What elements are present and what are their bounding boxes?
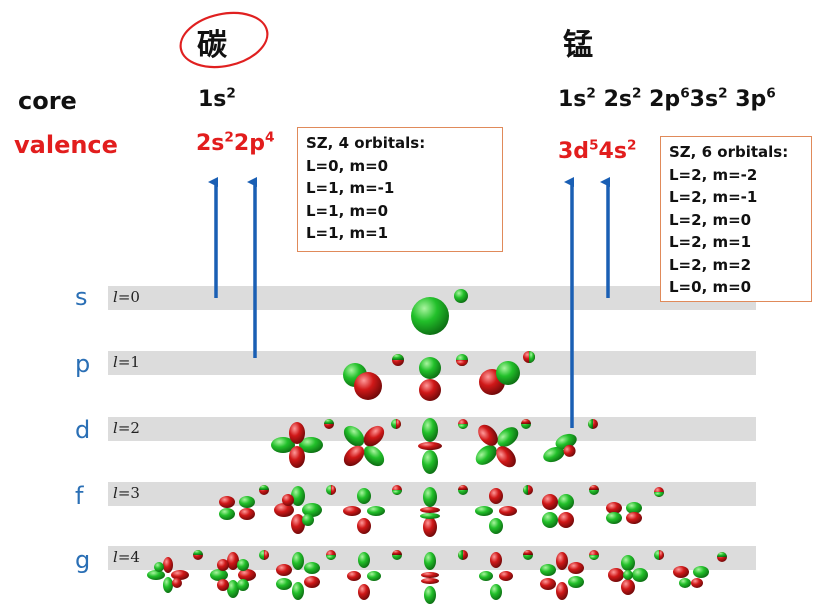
carbon-core-config: 1s2 — [198, 87, 236, 112]
l-symbol: l — [113, 353, 118, 371]
shell-l-label-3: l=3 — [113, 484, 140, 502]
manganese-core-config: 1s2 2s2 2p63s2 3p6 — [558, 87, 776, 112]
shell-letter-f: f — [75, 482, 84, 510]
mn-core-orbital-2: 2s — [603, 87, 632, 112]
mn-core-occupancy-4: 2 — [718, 85, 728, 102]
mn-core-orbital-1: 1s — [558, 87, 587, 112]
mn-valence-occupancy-1: 5 — [589, 137, 599, 154]
mn-core-orbital-4: 3s — [689, 87, 719, 112]
carbon-valence-occupancy-2: 4 — [264, 129, 275, 146]
carbon-valence-orbital-2: 2p — [233, 131, 265, 156]
l-value: =0 — [117, 288, 140, 306]
carbon-box-title: SZ, 4 orbitals: — [306, 134, 426, 152]
g-orbitals — [147, 550, 727, 604]
mn-box-line: L=2, m=0 — [669, 210, 752, 229]
carbon-valence-occupancy-1: 2 — [224, 129, 234, 146]
carbon-core-orbital: 1s — [198, 87, 227, 112]
carbon-box-line: L=0, m=0 — [306, 156, 389, 175]
core-label: core — [18, 87, 77, 115]
mn-box-line: L=2, m=1 — [669, 233, 752, 251]
shell-l-label-2: l=2 — [113, 419, 140, 437]
mn-box-line: L=2, m=-1 — [669, 188, 758, 206]
mn-core-orbital-3: 2p — [649, 87, 681, 112]
manganese-orbital-box: SZ, 6 orbitals: L=2, m=-2 L=2, m=-1 L=2,… — [660, 136, 812, 302]
l-symbol: l — [113, 288, 118, 306]
l-symbol: l — [113, 484, 118, 502]
carbon-orbital-box: SZ, 4 orbitals: L=0, m=0 L=1, m=-1 L=1, … — [297, 127, 503, 252]
mn-core-occupancy-1: 2 — [586, 85, 596, 102]
manganese-valence-config: 3d54s2 — [558, 139, 636, 164]
mn-core-occupancy-3: 6 — [680, 85, 690, 102]
f-orbitals — [219, 485, 664, 537]
element-manganese: 锰 — [563, 28, 593, 63]
carbon-highlight-circle — [179, 11, 269, 69]
carbon-box-line: L=1, m=1 — [306, 224, 389, 242]
shell-letter-d: d — [75, 416, 91, 444]
s-orbitals — [411, 289, 468, 335]
l-symbol: l — [113, 548, 118, 566]
shell-l-label-4: l=4 — [113, 548, 140, 566]
carbon-valence-orbital-1: 2s — [196, 131, 225, 156]
carbon-valence-config: 2s22p4 — [196, 131, 274, 156]
element-carbon: 碳 — [197, 28, 227, 63]
l-symbol: l — [113, 419, 118, 437]
mn-valence-orbital-2: 4s — [598, 139, 627, 164]
mn-box-line: L=0, m=0 — [669, 278, 752, 296]
mn-core-orbital-5: 3p — [735, 87, 767, 112]
d-orbitals — [271, 418, 598, 474]
carbon-box-line: L=1, m=0 — [306, 201, 389, 220]
shell-letter-s: s — [75, 283, 88, 311]
shell-letter-p: p — [75, 350, 91, 378]
mn-box-line: L=2, m=2 — [669, 255, 752, 274]
mn-box-title: SZ, 6 orbitals: — [669, 143, 789, 161]
p-orbitals — [343, 351, 535, 401]
l-value: =4 — [117, 548, 140, 566]
l-value: =1 — [117, 353, 140, 371]
mn-valence-orbital-1: 3d — [558, 139, 590, 164]
valence-label: valence — [14, 131, 118, 159]
l-value: =2 — [117, 419, 140, 437]
carbon-core-occupancy: 2 — [226, 85, 236, 102]
shell-letter-g: g — [75, 546, 91, 574]
mn-core-occupancy-5: 6 — [766, 85, 776, 102]
shell-l-label-0: l=0 — [113, 288, 140, 306]
mn-valence-occupancy-2: 2 — [626, 137, 637, 154]
l-value: =3 — [117, 484, 140, 502]
mn-box-line: L=2, m=-2 — [669, 165, 758, 184]
shell-l-label-1: l=1 — [113, 353, 140, 371]
carbon-box-line: L=1, m=-1 — [306, 179, 395, 197]
mn-core-occupancy-2: 2 — [631, 85, 642, 102]
